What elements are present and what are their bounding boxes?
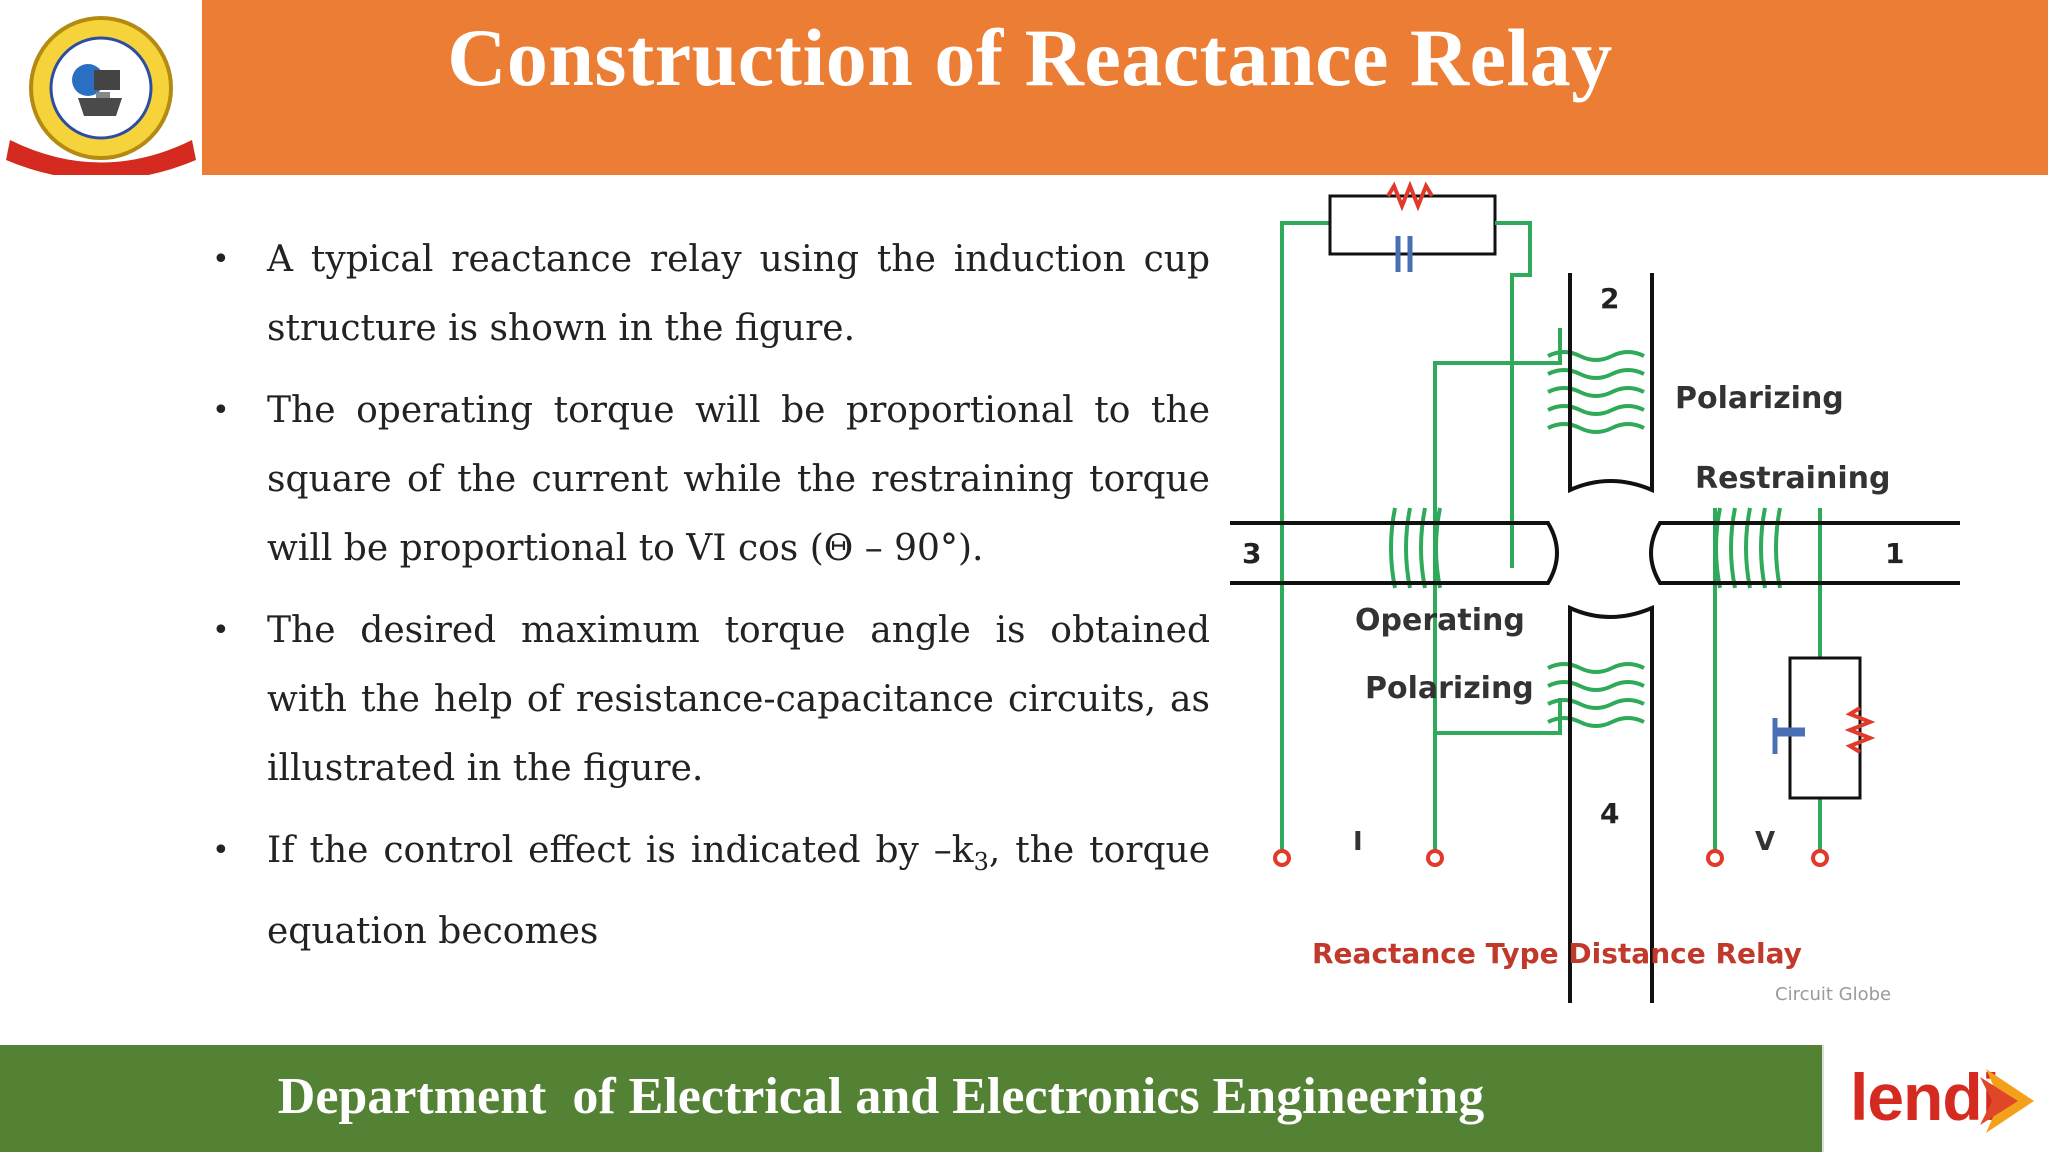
bullet-text: The desired maximum torque angle is obta… — [267, 610, 1210, 789]
bullet-list: • A typical reactance relay using the in… — [210, 225, 1210, 979]
label-voltage: V — [1755, 827, 1775, 857]
bullet-dot: • — [212, 242, 230, 277]
subscript: 3 — [973, 848, 989, 877]
bullet-dot: • — [212, 833, 230, 868]
bullet-text-after: , the torque equation becomes — [267, 830, 1210, 953]
footer-bar: Department of Electrical and Electronics… — [0, 1045, 1822, 1152]
bullet-text-before: If the control effect is indicated by –k — [267, 830, 974, 871]
figure-caption: Reactance Type Distance Relay — [1312, 937, 1802, 970]
label-polarizing-top: Polarizing — [1675, 381, 1844, 416]
title-bar: Construction of Reactance Relay — [202, 0, 2048, 175]
bullet-item: • The operating torque will be proportio… — [210, 376, 1210, 583]
bullet-text: If the control effect is indicated by –k… — [267, 816, 1210, 966]
bullet-text: The operating torque will be proportiona… — [267, 390, 1210, 569]
label-operating: Operating — [1355, 603, 1525, 638]
bullet-item: • If the control effect is indicated by … — [210, 816, 1210, 966]
bullet-dot: • — [212, 393, 230, 428]
label-polarizing-bottom: Polarizing — [1365, 671, 1534, 706]
pole-label-2: 2 — [1600, 282, 1619, 315]
arrow-icon — [1980, 1069, 2034, 1133]
figure-watermark: Circuit Globe — [1775, 984, 1891, 1005]
slide-title: Construction of Reactance Relay — [447, 12, 1613, 103]
pole-label-3: 3 — [1242, 537, 1261, 570]
pole-label-4: 4 — [1600, 797, 1619, 830]
label-restraining: Restraining — [1695, 461, 1890, 496]
bullet-item: • The desired maximum torque angle is ob… — [210, 596, 1210, 803]
bullet-item: • A typical reactance relay using the in… — [210, 225, 1210, 363]
department-name: Department of Electrical and Electronics… — [277, 1068, 1485, 1125]
relay-diagram: 2 3 1 4 Polarizing Restraining Operating… — [1230, 178, 1960, 1018]
bullet-text: A typical reactance relay using the indu… — [267, 239, 1210, 349]
brand-wordmark: lendi — [1850, 1060, 2000, 1134]
lendi-logo: lendi — [1822, 1045, 2048, 1152]
pole-label-1: 1 — [1885, 537, 1904, 570]
institute-logo — [0, 0, 202, 180]
bullet-dot: • — [212, 613, 230, 648]
label-current: I — [1353, 827, 1363, 857]
